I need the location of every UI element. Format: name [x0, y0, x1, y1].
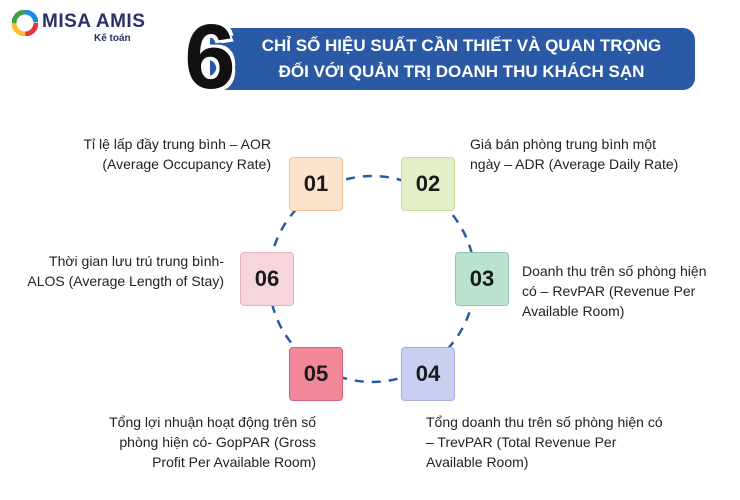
label-03-line: có – RevPAR (Revenue Per — [522, 283, 696, 299]
label-02-line: ngày – ADR (Average Daily Rate) — [470, 156, 679, 172]
label-01-line: Tỉ lệ lấp đầy trung bình – AOR — [83, 136, 271, 152]
label-02-line: Giá bán phòng trung bình một — [470, 136, 657, 152]
node-03: 03 — [455, 252, 509, 306]
label-06-line: Thời gian lưu trú trung bình- — [49, 253, 224, 269]
node-04: 04 — [401, 347, 455, 401]
label-06: Thời gian lưu trú trung bình- ALOS (Aver… — [10, 251, 224, 291]
title-line-1: CHỈ SỐ HIỆU SUẤT CẦN THIẾT VÀ QUAN TRỌNG — [261, 36, 662, 55]
label-04: Tổng doanh thu trên số phòng hiện có – T… — [426, 412, 686, 472]
label-05-line: Tổng lợi nhuận hoạt động trên số — [109, 414, 316, 430]
label-04-line: – TrevPAR (Total Revenue Per — [426, 434, 617, 450]
label-05-line: Profit Per Available Room) — [152, 454, 316, 470]
label-03-line: Doanh thu trên số phòng hiện — [522, 263, 707, 279]
label-03: Doanh thu trên số phòng hiện có – RevPAR… — [522, 261, 722, 321]
title-line-2: ĐỐI VỚI QUẢN TRỊ DOANH THU KHÁCH SẠN — [278, 62, 645, 81]
node-01: 01 — [289, 157, 343, 211]
title-banner: CHỈ SỐ HIỆU SUẤT CẦN THIẾT VÀ QUAN TRỌNG… — [210, 28, 695, 90]
node-05: 05 — [289, 347, 343, 401]
brand-subtitle: Kế toán — [94, 33, 131, 44]
label-02: Giá bán phòng trung bình một ngày – ADR … — [470, 134, 700, 174]
node-02: 02 — [401, 157, 455, 211]
label-01-line: (Average Occupancy Rate) — [102, 156, 271, 172]
label-05: Tổng lợi nhuận hoạt động trên số phòng h… — [80, 412, 316, 472]
label-03-line: Available Room) — [522, 303, 625, 319]
label-04-line: Available Room) — [426, 454, 529, 470]
label-05-line: phòng hiện có- GopPAR (Gross — [119, 434, 316, 450]
title-number: 6 — [184, 6, 236, 108]
brand-name: MISA AMIS — [42, 11, 146, 32]
brand-logo: MISA AMIS Kế toán — [12, 10, 146, 44]
label-06-line: ALOS (Average Length of Stay) — [27, 273, 224, 289]
node-06: 06 — [240, 252, 294, 306]
misa-logo-icon — [12, 10, 38, 36]
label-01: Tỉ lệ lấp đầy trung bình – AOR (Average … — [60, 134, 271, 174]
label-04-line: Tổng doanh thu trên số phòng hiện có — [426, 414, 663, 430]
